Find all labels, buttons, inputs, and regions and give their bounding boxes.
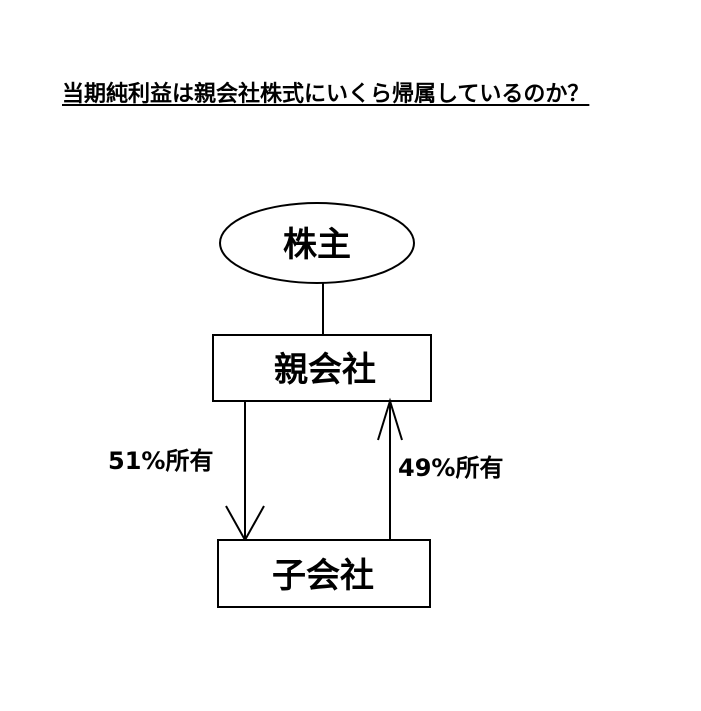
subsidiary-node [217,539,431,608]
shareholders-node [219,202,415,284]
shareholders-label: 株主 [283,225,351,265]
subsidiary-ownership-label: 49%所有 [398,454,503,482]
subsidiary-label: 子会社 [272,556,374,596]
parent-ownership-label: 51%所有 [108,447,213,475]
parent-company-label: 親会社 [274,350,376,390]
parent-company-node [212,334,432,402]
diagram-title: 当期純利益は親会社株式にいくら帰属しているのか？ [62,82,590,107]
subsidiary-to-parent-arrowhead [377,397,403,441]
